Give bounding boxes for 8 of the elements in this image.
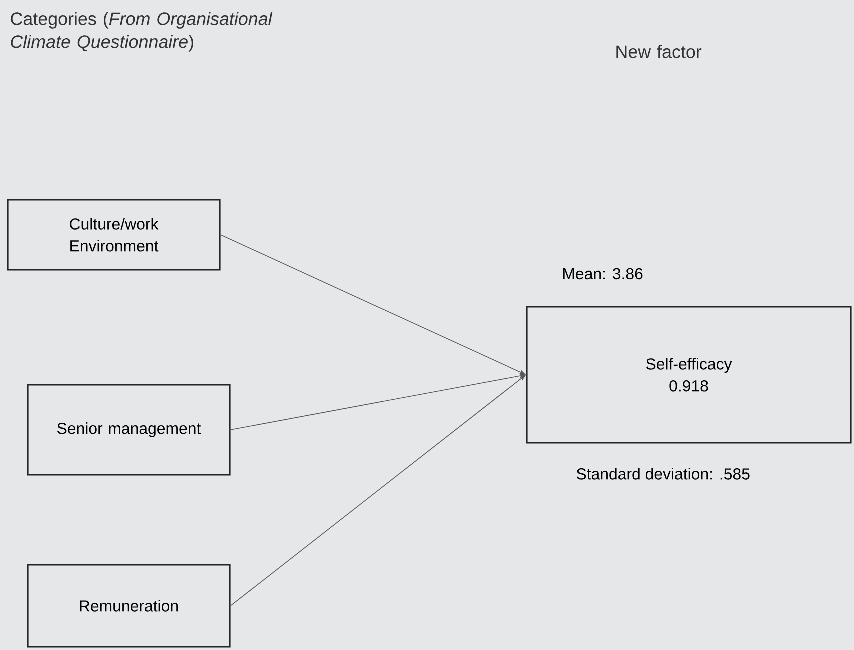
value-label: Mean: 3.86 bbox=[564, 268, 643, 280]
box: Senior management bbox=[27, 384, 231, 476]
heading: New factor bbox=[616, 45, 702, 58]
heading: Categories (From Organisational Climate Questionnaire) bbox=[11, 12, 273, 52]
box: Self-efficacy 0.918 bbox=[526, 306, 852, 444]
box: Culture/work Environment bbox=[7, 199, 221, 271]
box: Remuneration bbox=[27, 564, 231, 648]
value-label: Standard deviation: .585 bbox=[576, 468, 750, 480]
